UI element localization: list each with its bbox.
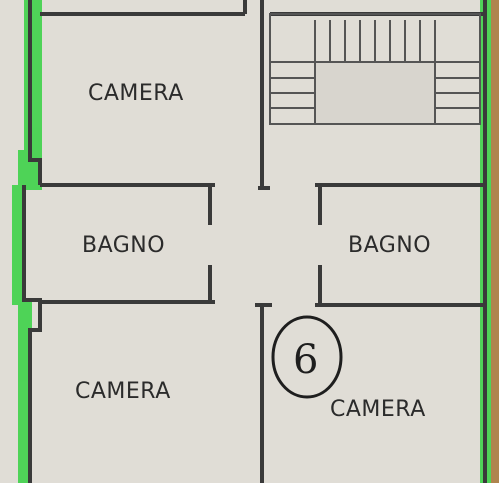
red-edge bbox=[491, 0, 499, 483]
room-label-camera-bottom-left: CAMERA bbox=[75, 379, 171, 404]
room-label-camera-top-left: CAMERA bbox=[88, 81, 184, 106]
unit-number: 6 bbox=[293, 337, 318, 383]
room-label-camera-bottom-right: CAMERA bbox=[330, 397, 426, 422]
unit-number-badge: 6 bbox=[271, 315, 343, 399]
interior-walls bbox=[40, 0, 485, 483]
staircase bbox=[269, 13, 481, 125]
room-label-bagno-right: BAGNO bbox=[348, 233, 431, 258]
room-label-bagno-left: BAGNO bbox=[82, 233, 165, 258]
